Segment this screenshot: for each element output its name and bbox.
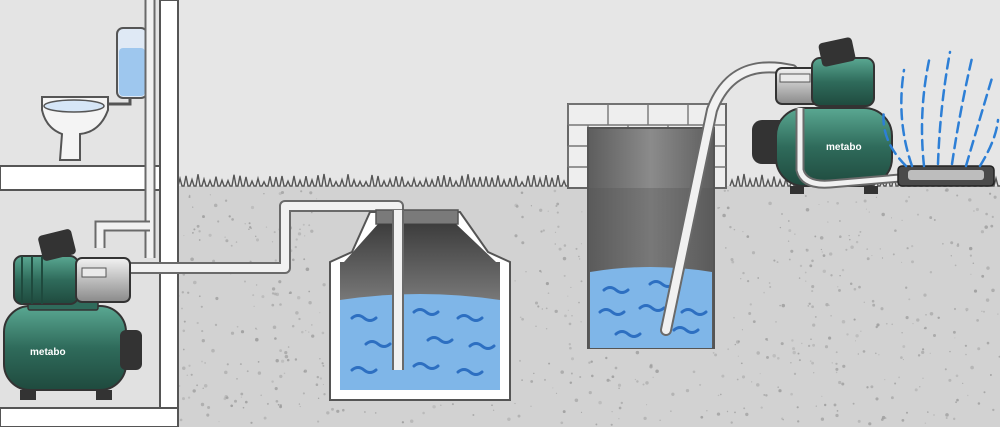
basement-pump-logo: metabo bbox=[30, 347, 66, 358]
sprinkler-hose bbox=[795, 108, 901, 189]
tank-water-waves bbox=[350, 308, 496, 376]
well-suction-hose bbox=[660, 61, 798, 336]
garden-pump-logo: metabo bbox=[826, 142, 862, 153]
sprinkler-spray bbox=[882, 50, 1000, 168]
house-supply-pipe bbox=[94, 0, 156, 258]
toilet-cistern bbox=[41, 27, 148, 161]
rainwater-tank bbox=[329, 209, 511, 401]
lawn-sprinkler bbox=[882, 50, 1000, 187]
basement-booster-pump: metabo bbox=[3, 229, 142, 400]
well-water-waves bbox=[598, 280, 708, 338]
